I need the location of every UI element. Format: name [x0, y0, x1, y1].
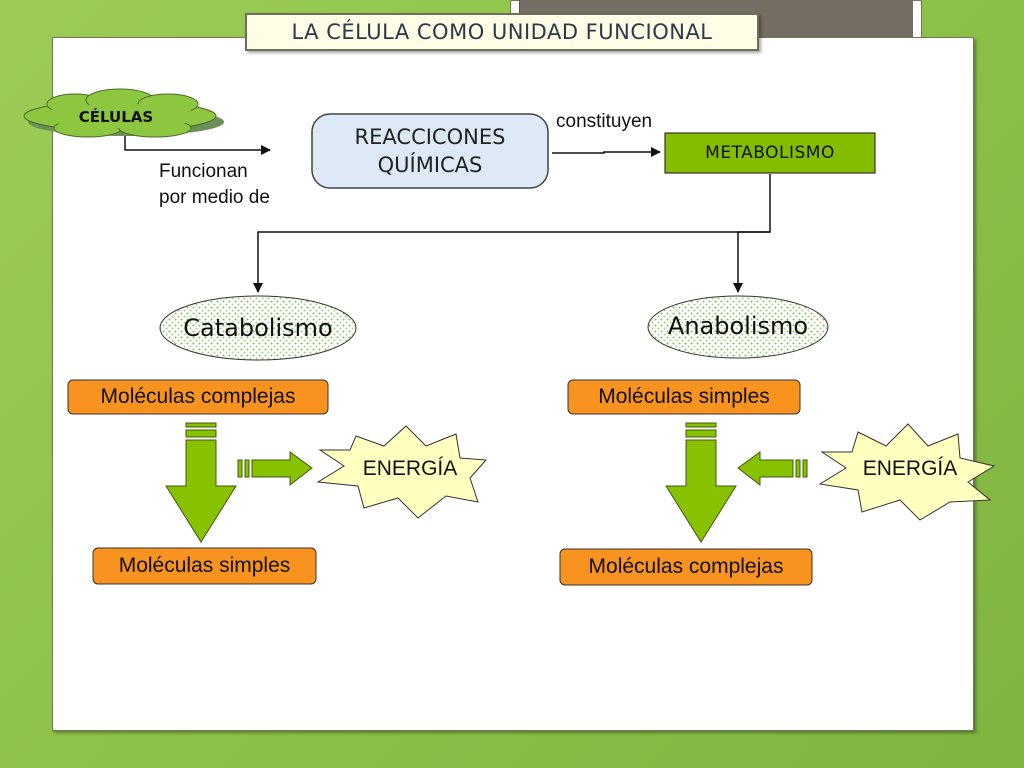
cat-energy-arrow: [237, 451, 313, 487]
ana-energy-label: ENERGÍA: [862, 457, 958, 480]
metabolismo-box: [664, 132, 876, 174]
ana-input-label: Moléculas simples: [598, 385, 770, 408]
cat-input-box: [67, 379, 329, 415]
funcionan-label: Funcionan: [159, 161, 248, 182]
catabolismo-oval: [159, 295, 357, 361]
reacciones-label: REACCICONES QUÍMICAS: [354, 125, 506, 177]
cat-energy-burst: [316, 425, 488, 519]
metabolismo-label: METABOLISMO: [705, 143, 835, 163]
ana-down-arrow: [665, 422, 737, 543]
celulas-cloud-core: [40, 104, 200, 128]
celulas-label: CÉLULAS: [78, 108, 154, 126]
anabolismo-label: Anabolismo: [667, 312, 809, 340]
catabolismo-label: Catabolismo: [183, 314, 333, 342]
constituyen-label: constituyen: [556, 111, 653, 132]
anabolismo-oval: [647, 295, 829, 359]
cat-energy-label: ENERGÍA: [362, 457, 458, 480]
por-medio-de-label: por medio de: [159, 187, 270, 208]
cat-input-label: Moléculas complejas: [100, 385, 296, 408]
connector-celulas-reacciones: [124, 136, 271, 155]
reacciones-box: [311, 113, 549, 189]
cat-output-label: Moléculas simples: [118, 554, 291, 577]
cat-output-box: [92, 547, 317, 585]
ana-energy-arrow: [737, 451, 808, 487]
connector-metabolismo-down: [738, 174, 771, 233]
connector-to-catabolismo: [253, 231, 770, 293]
ana-output-box: [559, 548, 813, 586]
ana-input-box: [567, 379, 801, 415]
ana-output-label: Moléculas complejas: [588, 555, 784, 578]
slide-title: LA CÉLULA COMO UNIDAD FUNCIONAL: [245, 13, 759, 51]
cat-down-arrow: [165, 422, 237, 543]
ana-energy-burst: [818, 423, 996, 521]
connector-reacciones-metabolismo: [552, 147, 661, 157]
